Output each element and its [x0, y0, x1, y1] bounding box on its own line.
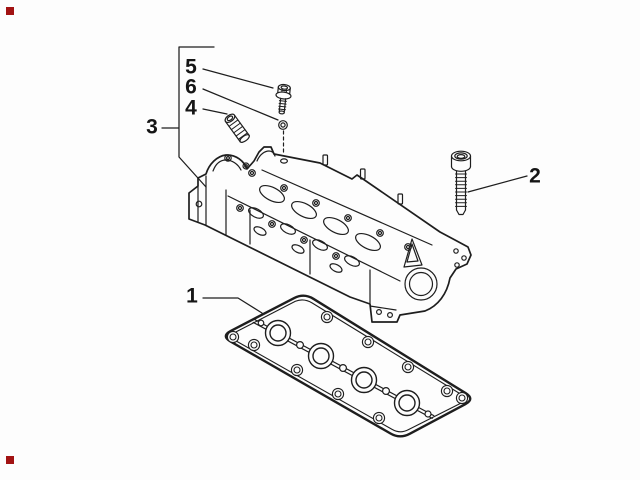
cylinder-head-drawing [188, 146, 472, 323]
stud-drawing [224, 113, 250, 143]
callout-leader-lines [161, 46, 528, 314]
callout-2-label[interactable]: 2 [529, 164, 541, 188]
seal-washer-drawing [278, 120, 288, 130]
callout-3-label[interactable]: 3 [146, 115, 158, 139]
red-registration-mark-top-left [6, 7, 14, 15]
leader-line-2 [467, 175, 528, 193]
gasket-bolt-tabs [226, 310, 469, 425]
callout-5-label[interactable]: 5 [185, 55, 197, 79]
callout-6-label[interactable]: 6 [185, 75, 197, 99]
valve-cover-gasket-drawing [224, 294, 472, 438]
leader-line-4 [202, 108, 228, 115]
cylinder-head-bolt-drawing [450, 150, 472, 216]
leader-line-3-bracket [161, 46, 215, 188]
callout-4-label[interactable]: 4 [185, 96, 197, 120]
leader-line-1 [202, 297, 263, 314]
red-registration-mark-bottom-left [6, 456, 14, 464]
cover-screw-drawing [275, 83, 292, 115]
leader-line-5 [202, 68, 274, 89]
gasket-spark-plug-rings [264, 319, 421, 417]
deck-port-ovals [248, 184, 381, 273]
deck-stud-bolts [224, 154, 412, 260]
leader-line-6 [202, 88, 279, 121]
callout-1-label[interactable]: 1 [186, 284, 198, 308]
